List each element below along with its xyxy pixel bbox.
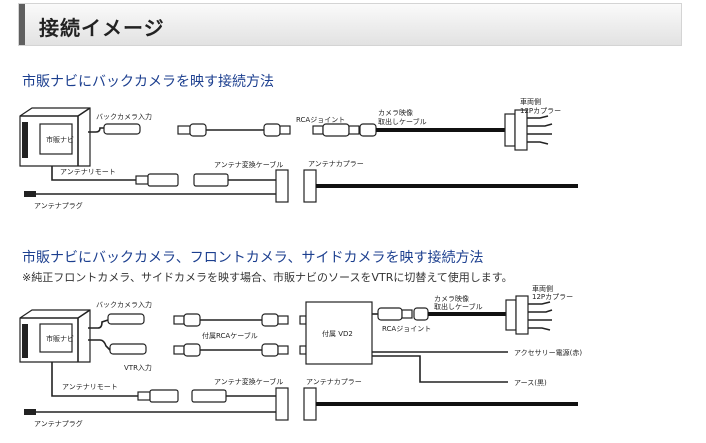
header-title: 接続イメージ (39, 16, 165, 40)
rca-joint-label-1: RCAジョイント (296, 116, 345, 124)
vehicle-label-2a: 車両側 (532, 284, 553, 293)
section2-note: ※純正フロントカメラ、サイドカメラを映す場合、市販ナビのソースをVTRに切替えて… (22, 271, 513, 284)
navi-unit-1: 市販ナビ (19, 107, 91, 167)
navi-unit-2: 市販ナビ (19, 309, 91, 363)
accessory-label: アクセサリー電源(赤) (514, 348, 582, 357)
vehicle-label-1a: 車両側 (520, 97, 541, 106)
diagram-2: 市販ナビ バックカメラ入力 VTR入力 付属RCAケーブル 付属 VD2 RCA… (19, 284, 582, 428)
antenna-remote-label-2: アンテナリモート (62, 383, 118, 391)
included-rca-label: 付属RCAケーブル (202, 331, 258, 340)
antenna-conv-label-1: アンテナ変換ケーブル (214, 160, 283, 169)
rca-joint-label-2: RCAジョイント (382, 325, 431, 333)
camera-cable-label-2b: 取出しケーブル (434, 302, 483, 311)
vehicle-label-1b: 12Pカプラー (520, 107, 561, 115)
section-header: 接続イメージ (18, 3, 682, 46)
antenna-coupler-label-2: アンテナカプラー (306, 378, 362, 386)
antenna-coupler-label-1: アンテナカプラー (308, 160, 364, 168)
back-camera-input-label-1: バックカメラ入力 (96, 112, 152, 121)
vtr-input-label: VTR入力 (124, 363, 152, 372)
section1-title: 市販ナビにバックカメラを映す接続方法 (22, 74, 274, 90)
camera-cable-label-2a: カメラ映像 (434, 294, 469, 303)
back-camera-input-label-2: バックカメラ入力 (96, 300, 152, 309)
antenna-conv-label-2: アンテナ変換ケーブル (214, 377, 283, 386)
vehicle-label-2b: 12Pカプラー (532, 293, 573, 301)
navi-label-2: 市販ナビ (46, 334, 74, 343)
ground-label: アース(黒) (514, 379, 547, 387)
vd2-label: 付属 VD2 (322, 329, 353, 338)
antenna-remote-label-1: アンテナリモート (60, 168, 116, 176)
antenna-plug-label-1: アンテナプラグ (34, 201, 83, 210)
diagram-1: 市販ナビ バックカメラ入力 RCAジョイント カメラ映像 取出しケーブル 車両側… (19, 97, 578, 210)
camera-cable-label-1a: カメラ映像 (378, 108, 413, 117)
section2-title: 市販ナビにバックカメラ、フロントカメラ、サイドカメラを映す接続方法 (22, 250, 484, 266)
header-accent-bar (19, 4, 25, 45)
antenna-plug-label-2: アンテナプラグ (34, 419, 83, 428)
navi-label-1: 市販ナビ (46, 135, 74, 144)
camera-cable-label-1b: 取出しケーブル (378, 117, 427, 126)
